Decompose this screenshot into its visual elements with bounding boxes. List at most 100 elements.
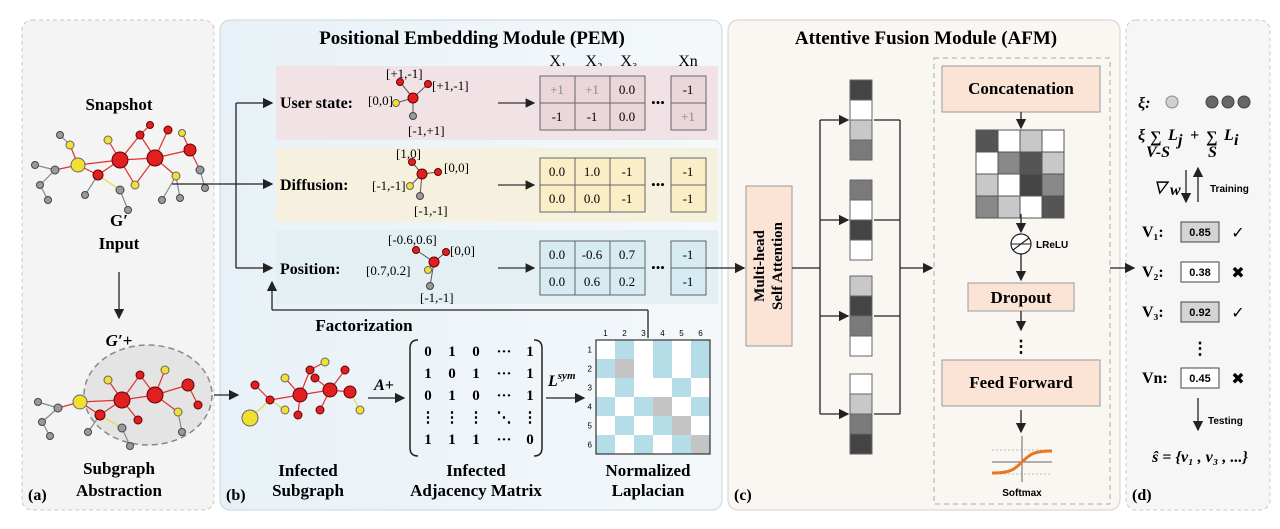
- caption-infected-1: Infected: [278, 461, 338, 480]
- concat-matrix-cell: [1019, 173, 1043, 197]
- laplacian-cell: [653, 397, 672, 416]
- row-diffusion-label: Diffusion:: [280, 177, 348, 194]
- loss-formula: ξ ∑ L j + ∑ L i V-S S: [1138, 127, 1239, 161]
- svg-text:∑: ∑: [1150, 129, 1161, 146]
- adjacency-matrix-entry: ···: [496, 366, 511, 382]
- diffusion-coord-4: [-1,-1]: [414, 203, 448, 218]
- adjacency-matrix-entry: 1: [472, 366, 480, 382]
- col-header-xn: Xn: [678, 53, 698, 70]
- adjacency-matrix-entry: ⋮: [445, 410, 460, 426]
- attention-head-cell: [849, 373, 873, 395]
- position-coord-4: [-1,-1]: [420, 290, 454, 305]
- user-state-cell: -1: [683, 82, 694, 97]
- diffusion-dots: •••: [651, 177, 665, 192]
- attention-head-cell: [849, 393, 873, 415]
- attention-head-cell: [849, 119, 873, 141]
- laplacian-cell: [653, 359, 672, 378]
- infected-subgraph: [241, 357, 365, 427]
- attention-head-cell: [849, 199, 873, 221]
- diffusion-coord-2: [0,0]: [444, 160, 469, 175]
- laplacian-cell: [596, 435, 615, 454]
- laplacian-cell: [691, 416, 710, 435]
- laplacian-tick-top: 6: [698, 329, 703, 338]
- svg-text:∑: ∑: [1206, 129, 1217, 146]
- adjacency-matrix-entry: 0: [472, 388, 480, 404]
- attention-head-cell: [849, 275, 873, 297]
- laplacian-tick-top: 2: [622, 329, 627, 338]
- input-fanout: [172, 97, 274, 274]
- svg-text:+: +: [1190, 127, 1199, 144]
- attention-head-cell: [849, 413, 873, 435]
- laplacian-cell: [634, 416, 653, 435]
- position-coord-3: [0.7,0.2]: [366, 263, 410, 278]
- output-vdots: ⋮: [1192, 339, 1209, 358]
- abstraction-label: Abstraction: [76, 481, 162, 500]
- user-state-cell: 0.0: [619, 82, 635, 97]
- cross-icon: ✖: [1231, 371, 1244, 388]
- factorization-loop: [266, 280, 649, 338]
- concat-matrix-cell: [1041, 129, 1065, 153]
- adjacency-matrix-entry: 1: [526, 344, 534, 360]
- panel-a-tag: (a): [28, 487, 47, 504]
- user-state-cell: +1: [550, 82, 564, 97]
- position-cell: -1: [683, 247, 694, 262]
- caption-adj-1: Infected: [446, 461, 506, 480]
- laplacian-cell: [615, 416, 634, 435]
- grad-w: w: [1170, 182, 1181, 199]
- node-label: V₃:: [1142, 304, 1164, 321]
- laplacian-tick-left: 1: [588, 346, 593, 355]
- position-coord-1: [-0.6,0.6]: [388, 232, 437, 247]
- attention-head-cell: [849, 179, 873, 201]
- grad-symbol: ▽: [1154, 179, 1170, 196]
- attention-heads: [849, 79, 873, 455]
- legend-light-circle: [1165, 95, 1179, 109]
- pem-column-headers: X₁ X₂ X₃ Xn: [549, 53, 697, 70]
- training-label: Training: [1210, 184, 1249, 195]
- feed-forward-box: [941, 359, 1101, 407]
- svg-text:S: S: [1208, 144, 1217, 161]
- col-header-x3: X₃: [620, 53, 637, 70]
- node-score: 0.92: [1189, 307, 1210, 319]
- node-score: 0.85: [1189, 227, 1210, 239]
- snapshot-graph: [31, 121, 209, 214]
- user-state-coord-1: [+1,-1]: [386, 66, 423, 81]
- diffusion-cell: -1: [683, 164, 694, 179]
- a-plus-label: A+: [373, 377, 394, 394]
- diffusion-cell: -1: [622, 164, 633, 179]
- col-header-x2: X₂: [585, 53, 602, 70]
- node-score: 0.38: [1189, 267, 1210, 279]
- laplacian-tick-left: 3: [588, 384, 593, 393]
- concat-matrix-cell: [997, 129, 1021, 153]
- position-cell: 0.0: [549, 247, 565, 262]
- g-prime-plus-label: G′+: [106, 331, 133, 350]
- adjacency-matrix-entry: 0: [424, 344, 432, 360]
- mhsa-fanout: [792, 114, 934, 420]
- laplacian-tick-top: 3: [641, 329, 646, 338]
- row-user-state-label: User state:: [280, 95, 353, 112]
- adjacency-matrix-entry: ⋱: [497, 410, 512, 426]
- position-cell: 0.0: [549, 274, 565, 289]
- laplacian-cell: [653, 416, 672, 435]
- subgraph-label: Subgraph: [83, 459, 155, 478]
- position-coord-2: [0,0]: [450, 243, 475, 258]
- panel-c-tag: (c): [734, 487, 752, 504]
- laplacian-cell: [653, 435, 672, 454]
- concat-matrix-cell: [1019, 151, 1043, 175]
- node-label: V₁:: [1142, 224, 1164, 241]
- diffusion-cell: -1: [683, 191, 694, 206]
- node-score: 0.45: [1189, 373, 1210, 385]
- concat-matrix-cell: [1019, 129, 1043, 153]
- adjacency-matrix-entry: 0: [448, 366, 456, 382]
- position-cell: 0.2: [619, 274, 635, 289]
- laplacian-cell: [672, 435, 691, 454]
- laplacian-tick-left: 6: [588, 441, 593, 450]
- laplacian-cell: [672, 416, 691, 435]
- diffusion-cell: 0.0: [584, 191, 600, 206]
- laplacian-cell: [634, 378, 653, 397]
- adjacency-matrix-entry: 1: [424, 366, 432, 382]
- concat-matrix-cell: [997, 195, 1021, 219]
- check-icon: ✓: [1231, 225, 1244, 242]
- adjacency-matrix-entry: 1: [526, 388, 534, 404]
- laplacian-cell: [672, 397, 691, 416]
